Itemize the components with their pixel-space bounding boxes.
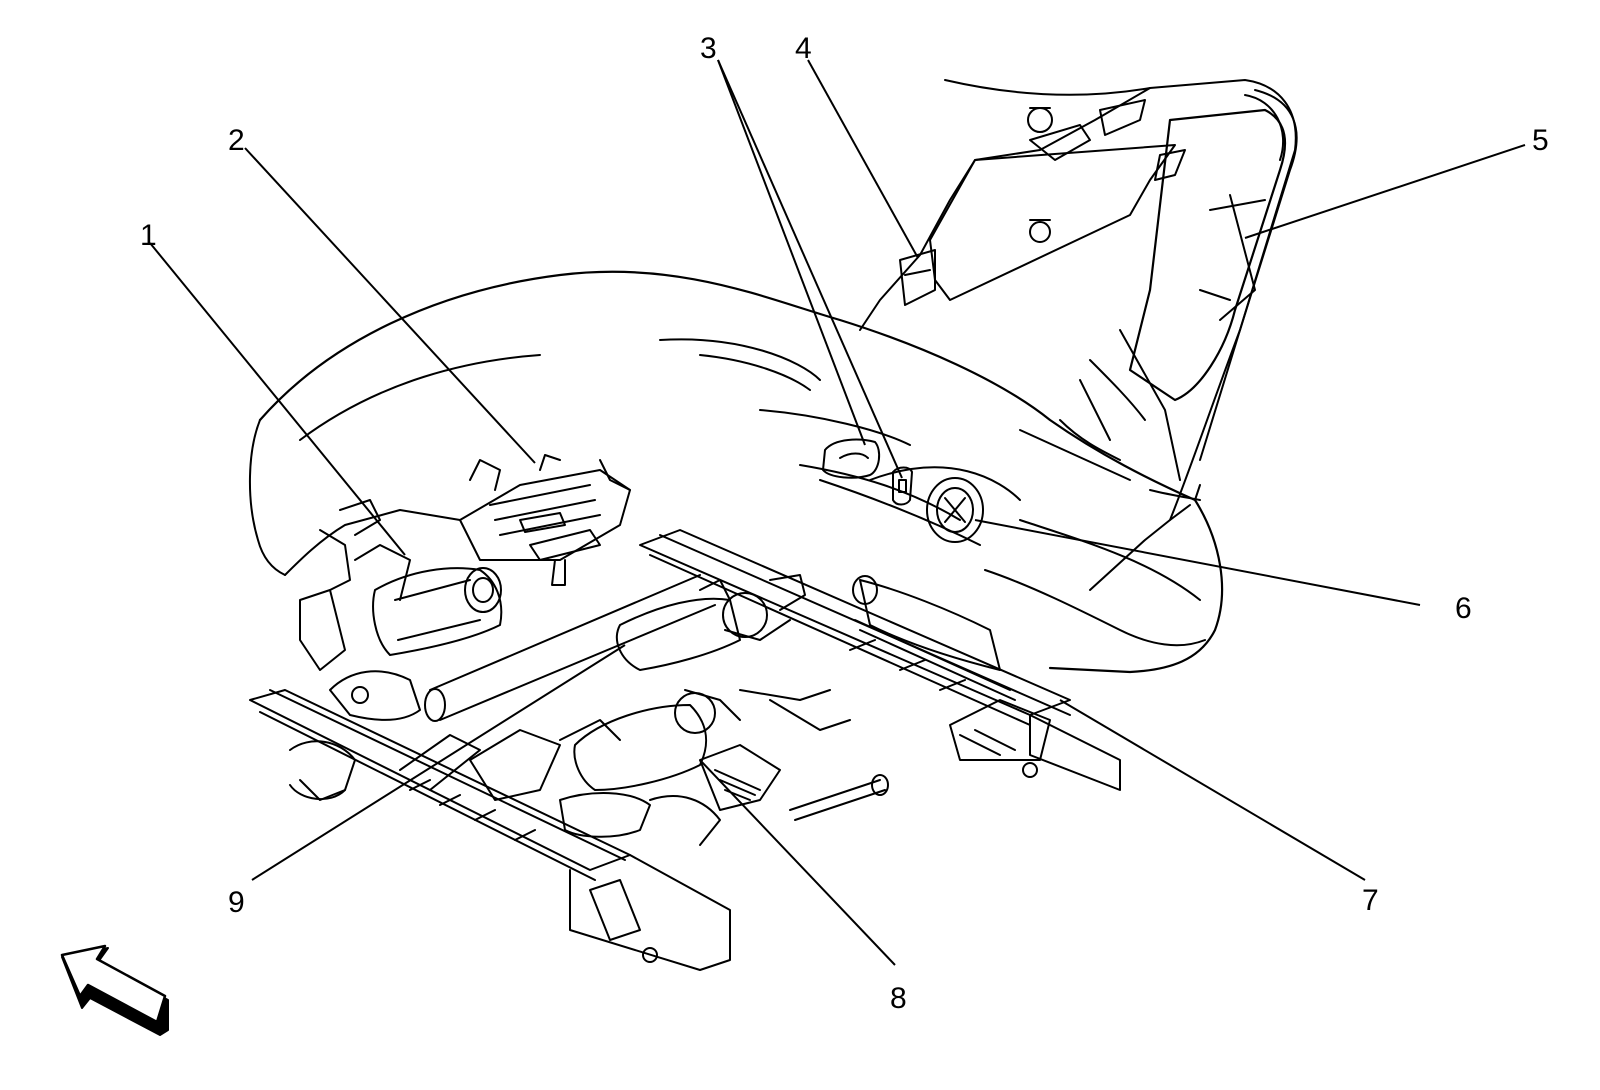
cross-tube [329, 574, 716, 722]
direction-arrow-icon [60, 944, 169, 1036]
right-rail [639, 529, 1121, 791]
leader-line-7 [1059, 699, 1366, 881]
callout-5: 5 [1532, 124, 1549, 157]
callout-2: 2 [228, 124, 245, 157]
callout-labels: 1 2 3 4 5 6 7 8 9 [140, 32, 1549, 1015]
seat-back [859, 79, 1298, 521]
motor-8 [573, 689, 851, 811]
leader-line-4 [807, 59, 919, 259]
leader-line-3b [717, 59, 903, 479]
seat-switches [822, 438, 984, 543]
left-rail [249, 689, 731, 971]
callout-9: 9 [228, 886, 245, 919]
leader-lines [149, 59, 1526, 966]
callout-6: 6 [1455, 592, 1472, 625]
callout-8: 8 [890, 982, 907, 1015]
callout-1: 1 [140, 219, 157, 252]
leader-line-2 [244, 147, 536, 464]
leader-line-9 [251, 644, 626, 881]
motor-1 [372, 567, 503, 656]
leader-line-1 [149, 242, 406, 556]
left-frame [284, 499, 461, 671]
lower-linkage [469, 719, 889, 846]
leader-line-8 [699, 759, 896, 966]
seat-module [459, 454, 631, 586]
motor-9 [615, 574, 806, 671]
callout-4: 4 [795, 32, 812, 65]
leader-line-5 [1244, 144, 1526, 239]
leader-line-6 [974, 519, 1421, 606]
callout-3: 3 [700, 32, 717, 65]
leader-line-3a [717, 59, 866, 446]
seat-cushion [249, 270, 1224, 674]
callout-7: 7 [1362, 884, 1379, 917]
